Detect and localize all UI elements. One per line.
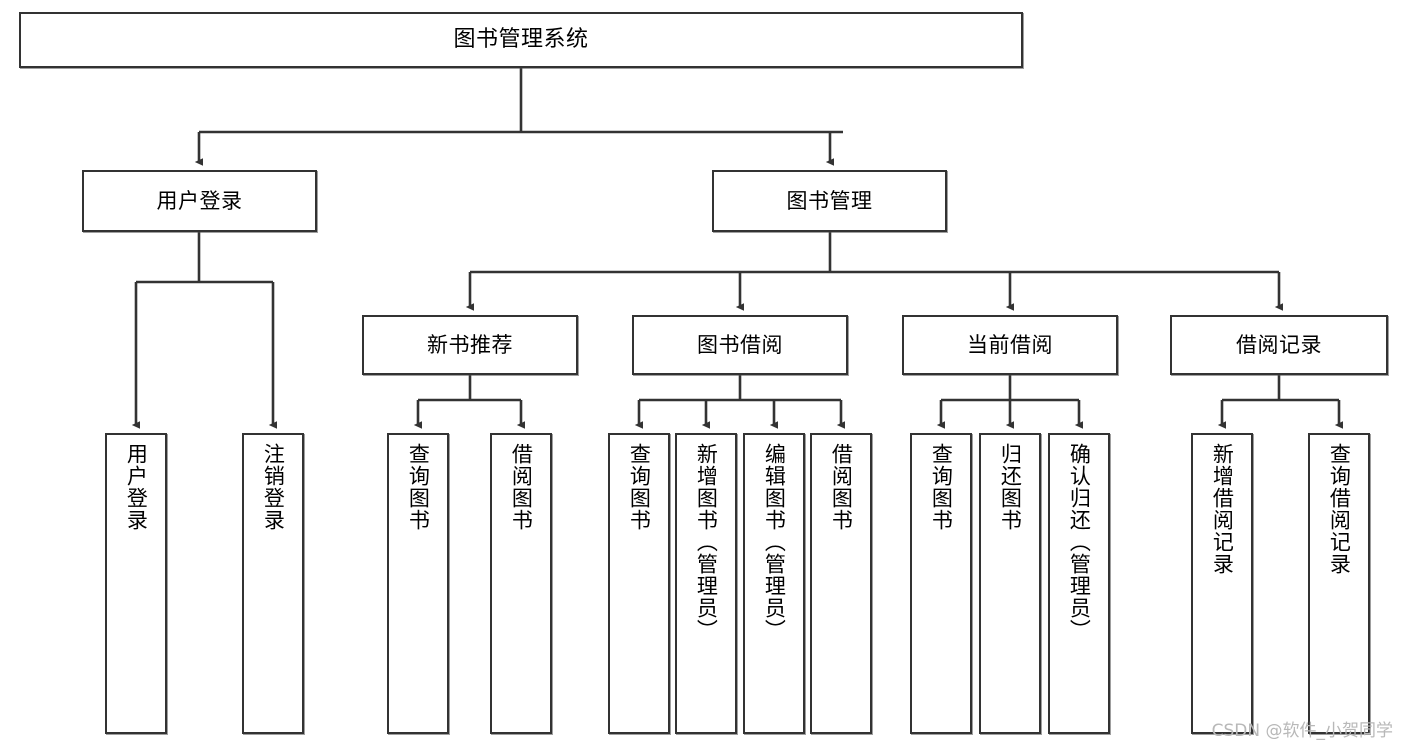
node-borrow-record[interactable]: 借阅记录 — [1170, 315, 1388, 375]
node-label: 借阅图书 — [509, 443, 534, 531]
node-label: 注销登录 — [261, 443, 286, 531]
node-leaf-user-login[interactable]: 用户登录 — [105, 433, 167, 734]
node-current-borrow[interactable]: 当前借阅 — [902, 315, 1118, 375]
node-label: 确认归还（管理员） — [1067, 443, 1092, 641]
node-root-system[interactable]: 图书管理系统 — [19, 12, 1023, 68]
node-leaf-query-book-3[interactable]: 查询图书 — [910, 433, 972, 734]
node-book-borrow[interactable]: 图书借阅 — [632, 315, 848, 375]
node-leaf-confirm-return[interactable]: 确认归还（管理员） — [1048, 433, 1110, 734]
node-leaf-query-book-2[interactable]: 查询图书 — [608, 433, 670, 734]
node-label: 用户登录 — [156, 188, 243, 213]
node-leaf-user-logout[interactable]: 注销登录 — [242, 433, 304, 734]
node-label: 当前借阅 — [967, 332, 1053, 357]
node-label: 新增图书（管理员） — [694, 443, 719, 641]
node-label: 查询图书 — [627, 443, 652, 531]
node-label: 新增借阅记录 — [1210, 443, 1235, 575]
node-label: 新书推荐 — [427, 332, 513, 357]
node-label: 借阅图书 — [829, 443, 854, 531]
node-leaf-edit-book[interactable]: 编辑图书（管理员） — [743, 433, 805, 734]
node-label: 图书管理 — [786, 188, 873, 213]
node-label: 借阅记录 — [1236, 332, 1322, 357]
node-leaf-add-record[interactable]: 新增借阅记录 — [1191, 433, 1253, 734]
watermark-text: CSDN @软件_小贺同学 — [1211, 721, 1393, 741]
node-leaf-return-book[interactable]: 归还图书 — [979, 433, 1041, 734]
node-label: 图书借阅 — [697, 332, 783, 357]
node-leaf-borrow-book-2[interactable]: 借阅图书 — [810, 433, 872, 734]
node-label: 用户登录 — [124, 443, 149, 531]
node-label: 编辑图书（管理员） — [762, 443, 787, 641]
node-label: 查询借阅记录 — [1327, 443, 1352, 575]
node-label: 查询图书 — [929, 443, 954, 531]
node-user-login[interactable]: 用户登录 — [82, 170, 317, 232]
node-label: 归还图书 — [998, 443, 1023, 531]
node-leaf-query-record[interactable]: 查询借阅记录 — [1308, 433, 1370, 734]
node-leaf-query-book-1[interactable]: 查询图书 — [387, 433, 449, 734]
node-label: 图书管理系统 — [453, 27, 589, 53]
node-label: 查询图书 — [406, 443, 431, 531]
node-leaf-borrow-book-1[interactable]: 借阅图书 — [490, 433, 552, 734]
node-new-book-recommend[interactable]: 新书推荐 — [362, 315, 578, 375]
node-book-manage[interactable]: 图书管理 — [712, 170, 947, 232]
node-leaf-add-book[interactable]: 新增图书（管理员） — [675, 433, 737, 734]
